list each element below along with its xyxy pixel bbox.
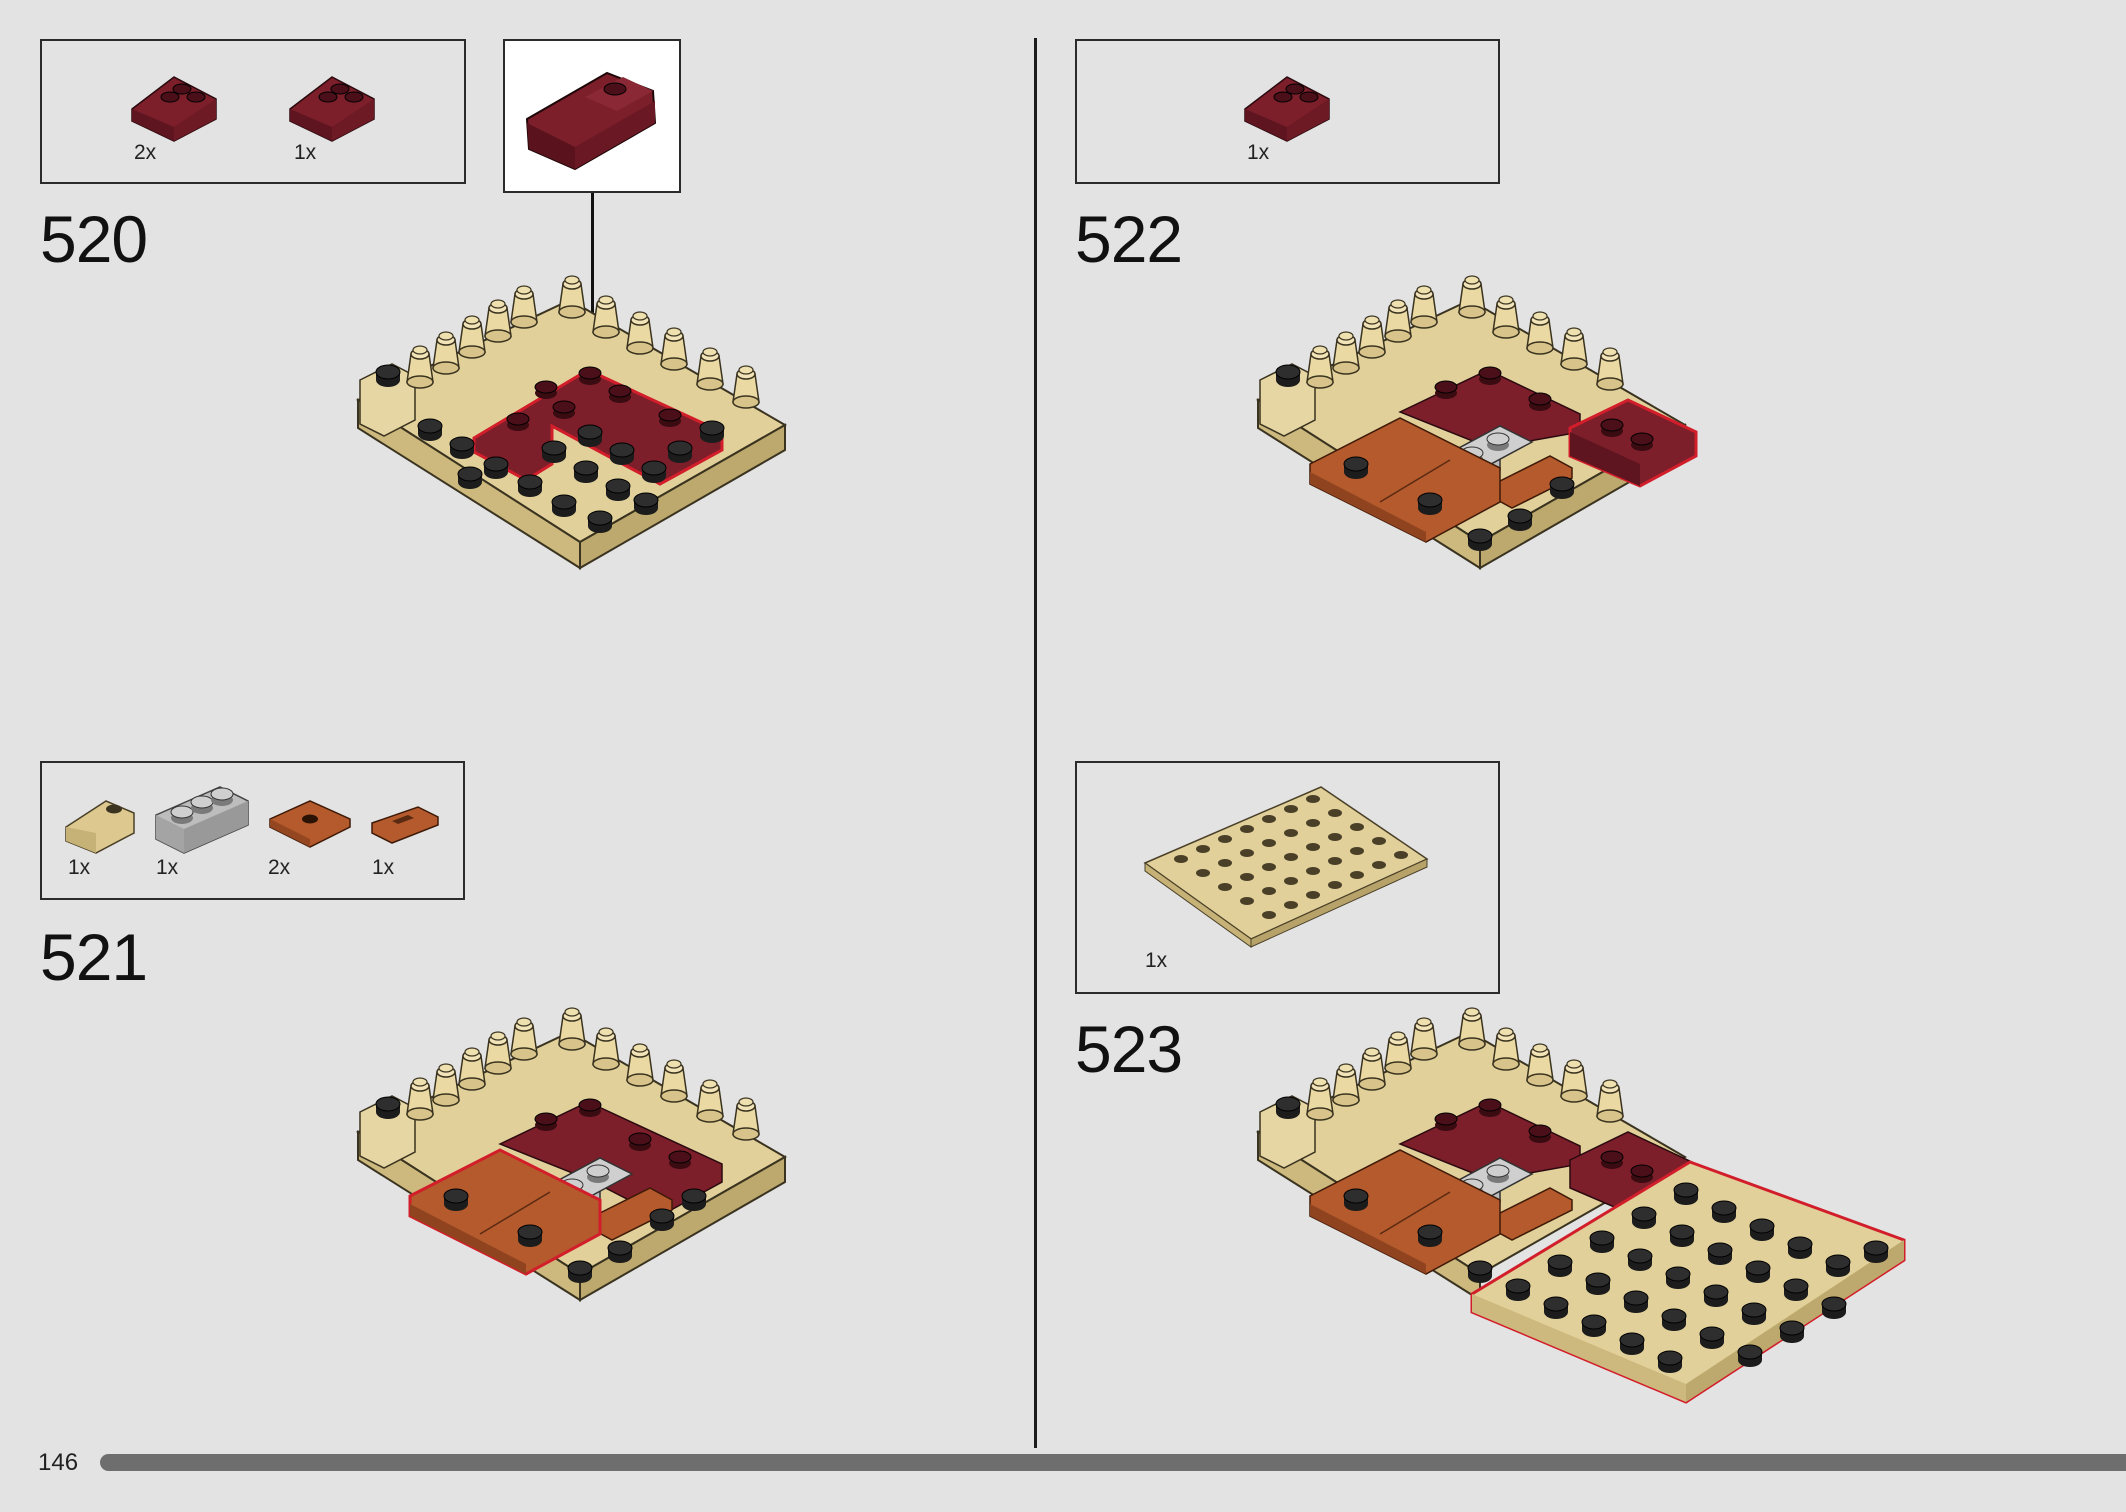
part-qty: 1x xyxy=(1145,949,1168,972)
part-qty: 1x xyxy=(1247,141,1270,164)
light-gray-brick-icon xyxy=(155,786,249,854)
page-divider xyxy=(1034,38,1037,1448)
step-number: 522 xyxy=(1075,202,1183,276)
reddish-brown-tile-icon xyxy=(371,806,439,844)
tan-plate-icon xyxy=(1143,786,1429,948)
callout-arrow-line xyxy=(591,193,594,343)
reddish-brown-jumper-plate-icon xyxy=(269,800,351,848)
part-qty: 1x xyxy=(156,856,179,879)
parts-box-step-520: 2x 1x xyxy=(40,39,466,184)
part-qty: 1x xyxy=(294,141,317,164)
step-520-model xyxy=(355,275,788,570)
step-523-model xyxy=(1255,1007,1906,1404)
step-number: 523 xyxy=(1075,1012,1183,1086)
step-522-model xyxy=(1255,275,1698,570)
parts-box-step-521: 1x 1x 2x 1x xyxy=(40,761,465,900)
dark-red-slope-brick-icon xyxy=(525,71,657,171)
part-qty: 2x xyxy=(268,856,291,879)
page-number: 146 xyxy=(38,1449,79,1476)
step-521-model xyxy=(355,1007,788,1302)
parts-box-step-523: 1x xyxy=(1075,761,1500,994)
parts-box-step-522: 1x xyxy=(1075,39,1500,184)
part-qty: 1x xyxy=(68,856,91,879)
tan-slope-icon xyxy=(65,800,135,854)
step-number: 521 xyxy=(40,920,148,994)
part-qty: 1x xyxy=(372,856,395,879)
callout-box-step-520 xyxy=(503,39,681,193)
step-number: 520 xyxy=(40,202,148,276)
part-qty: 2x xyxy=(134,141,157,164)
progress-bar xyxy=(100,1454,2126,1471)
